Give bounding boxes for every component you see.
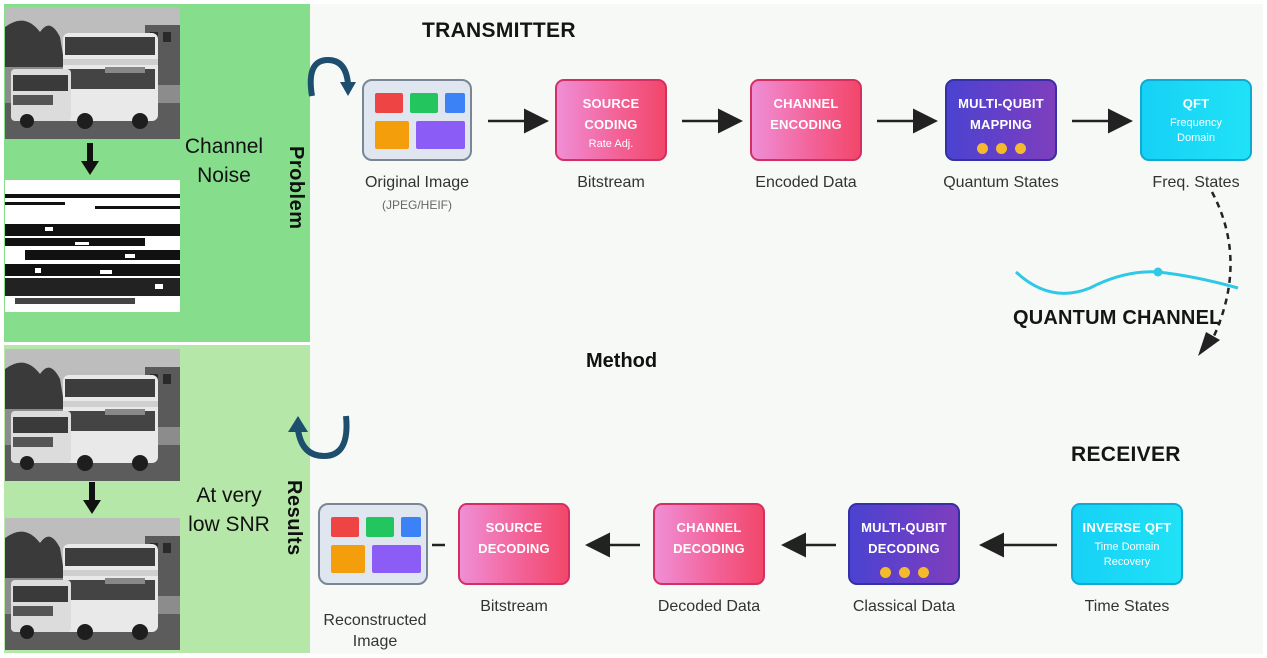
method-title: Method bbox=[586, 350, 658, 372]
low-snr-label: At very low SNR bbox=[188, 484, 270, 536]
encoded-data-caption: Encoded Data bbox=[755, 174, 857, 191]
arrow-down-icon bbox=[81, 143, 99, 175]
bitstream-caption: Bitstream bbox=[577, 174, 645, 191]
quantum-states-caption: Quantum States bbox=[943, 174, 1059, 191]
source-decoding-block: SOURCE DECODING bbox=[458, 503, 570, 585]
quantum-channel-title: QUANTUM CHANNEL bbox=[1013, 307, 1222, 329]
channel-encoding-block: CHANNEL ENCODING bbox=[750, 79, 862, 161]
results-label: Results bbox=[283, 480, 305, 556]
inverse-qft-block: INVERSE QFT Time Domain Recovery bbox=[1071, 503, 1183, 585]
wave-node bbox=[1153, 267, 1163, 277]
receiver-title: RECEIVER bbox=[1071, 443, 1181, 466]
source-coding-block: SOURCE CODING Rate Adj. bbox=[555, 79, 667, 161]
reconstructed-image-icon bbox=[318, 503, 428, 585]
dashed-arrow-head bbox=[1198, 332, 1220, 356]
qubit-dots bbox=[879, 567, 929, 578]
qft-block: QFT Frequency Domain bbox=[1140, 79, 1252, 161]
noisy-bus-photo bbox=[5, 180, 180, 312]
multi-qubit-mapping-block: MULTI-QUBIT MAPPING bbox=[945, 79, 1057, 161]
time-states-caption: Time States bbox=[1084, 598, 1170, 615]
recovered-bus-photo bbox=[5, 518, 180, 650]
problem-label: Problem bbox=[285, 146, 307, 230]
freq-states-caption: Freq. States bbox=[1152, 174, 1240, 191]
channel-noise-label: Channel Noise bbox=[184, 135, 264, 187]
quantum-wave bbox=[1014, 270, 1239, 295]
dashed-arrow-icon bbox=[1210, 191, 1232, 337]
classical-data-caption: Classical Data bbox=[852, 598, 956, 615]
original-bus-photo bbox=[5, 7, 180, 139]
received-bus-photo bbox=[5, 349, 180, 481]
curved-arrow-icon bbox=[307, 56, 356, 97]
qubit-dots bbox=[976, 143, 1026, 154]
bitstream-caption: Bitstream bbox=[480, 598, 548, 615]
channel-decoding-block: CHANNEL DECODING bbox=[653, 503, 765, 585]
original-image-format: (JPEG/HEIF) bbox=[381, 198, 452, 212]
arrow-down-icon bbox=[83, 482, 101, 514]
original-image-icon bbox=[362, 79, 472, 161]
transmitter-title: TRANSMITTER bbox=[422, 19, 576, 42]
original-image-caption: Original Image bbox=[364, 174, 470, 191]
reconstructed-image-caption: Reconstructed Image bbox=[323, 612, 427, 650]
multi-qubit-decoding-block: MULTI-QUBIT DECODING bbox=[848, 503, 960, 585]
decoded-data-caption: Decoded Data bbox=[657, 598, 761, 615]
curved-arrow-icon bbox=[288, 415, 350, 460]
